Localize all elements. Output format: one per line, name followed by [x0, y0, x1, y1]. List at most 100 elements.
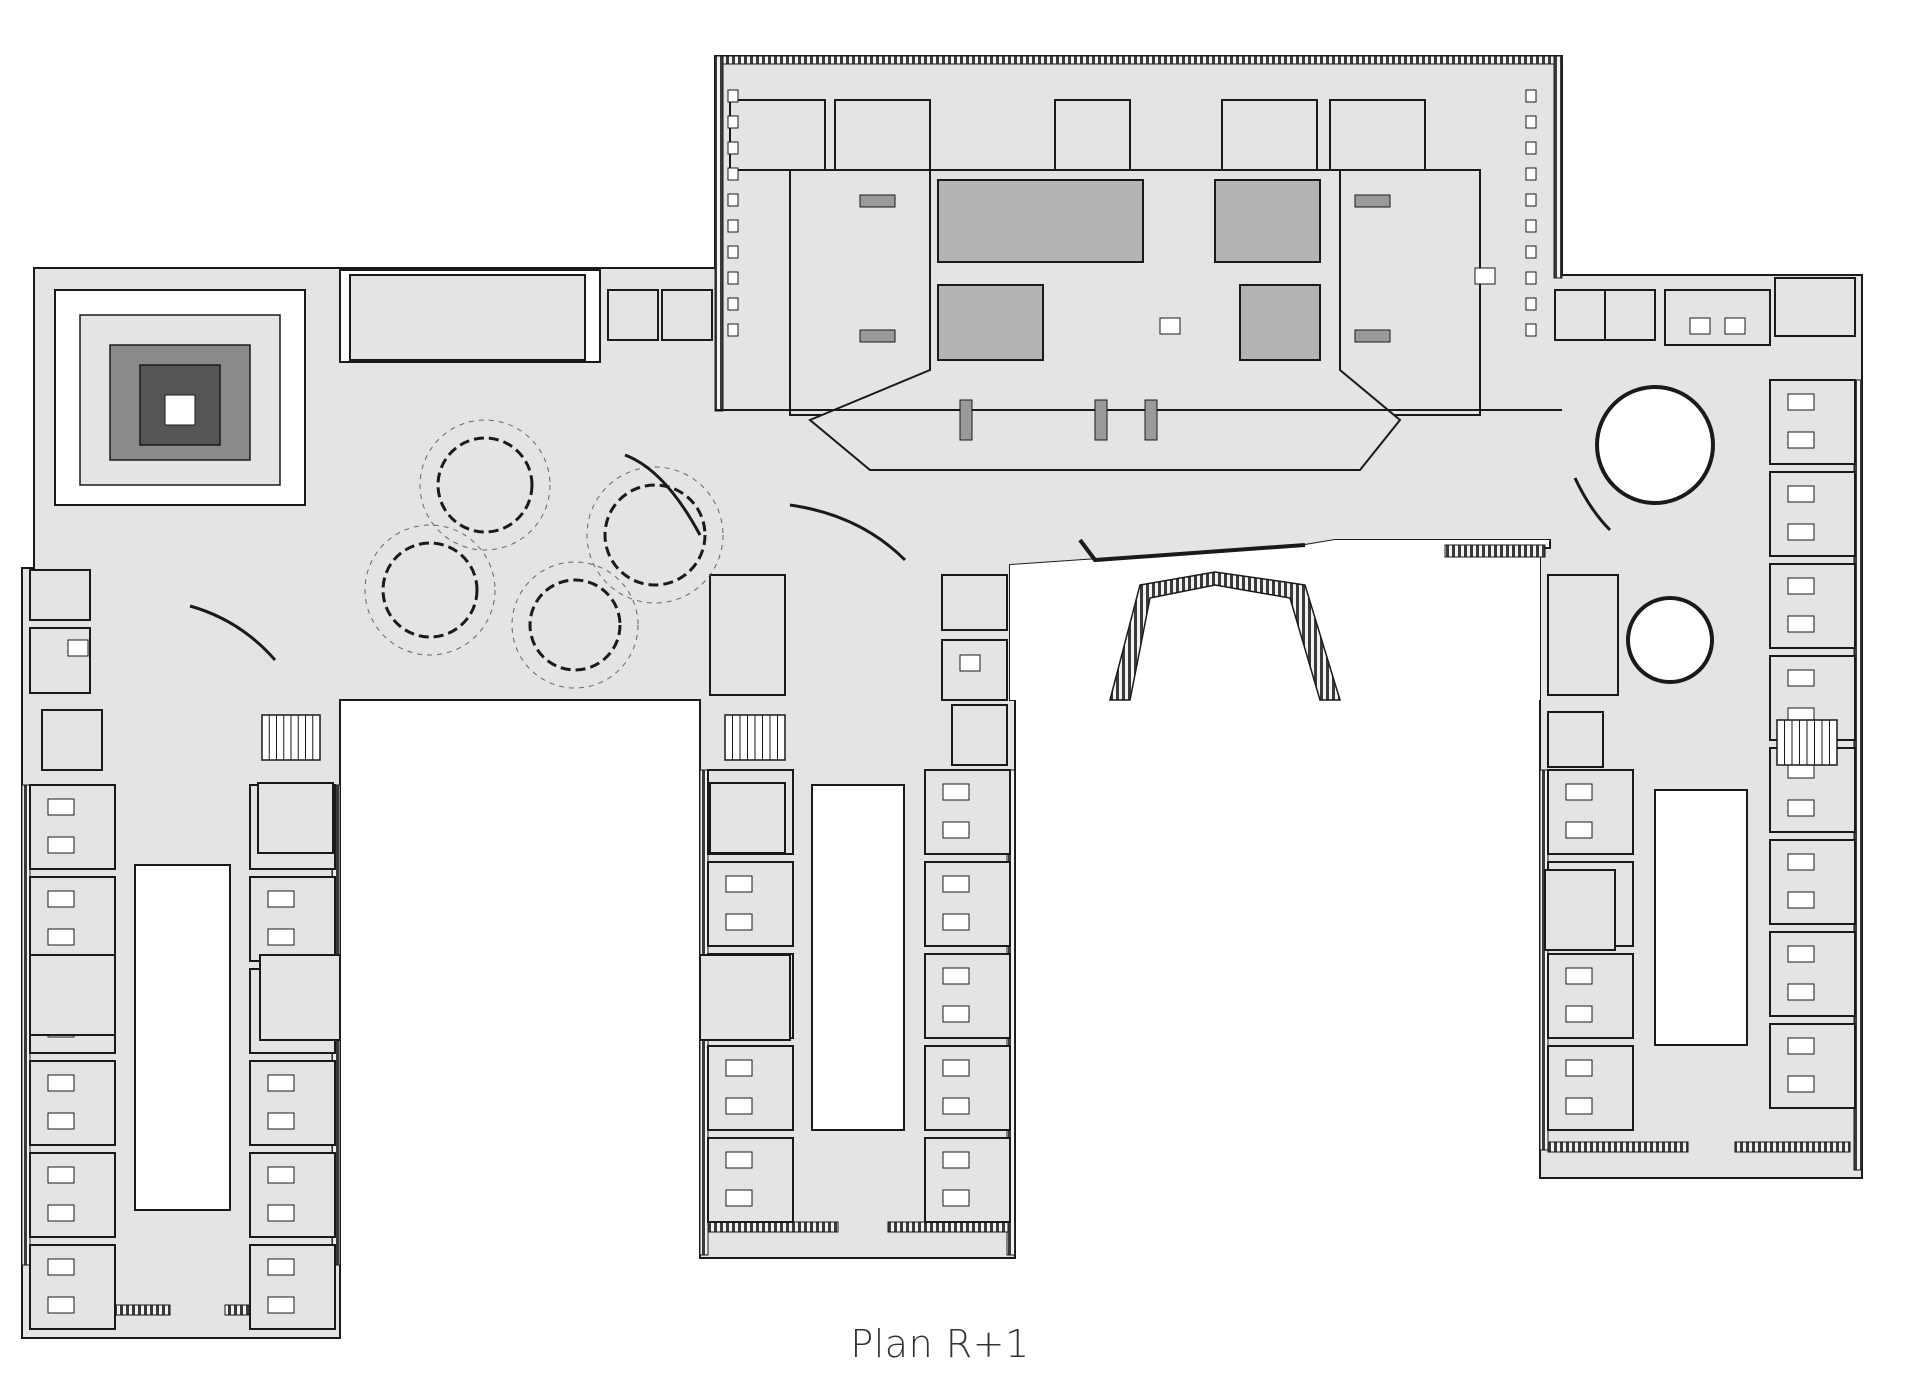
circular-pod-icon	[1626, 596, 1714, 684]
bed-icon	[1787, 431, 1815, 449]
solid-block-small	[1144, 399, 1158, 441]
room-cell	[924, 861, 1011, 947]
bed-icon	[47, 1074, 75, 1092]
room-cell	[1547, 1045, 1634, 1131]
room-cell	[1547, 769, 1634, 855]
room	[941, 574, 1008, 631]
room-cell	[707, 861, 794, 947]
room-cell	[1769, 839, 1856, 925]
lounger	[727, 271, 739, 285]
bed-icon	[725, 913, 753, 931]
pod-outline	[586, 466, 724, 604]
solid-block	[937, 179, 1144, 263]
room-cell	[29, 876, 116, 962]
bed-icon	[1565, 821, 1593, 839]
bed-icon	[1787, 485, 1815, 503]
lounger	[1525, 115, 1537, 129]
room-cell	[1769, 471, 1856, 557]
circular-pod-icon	[1595, 385, 1715, 505]
room	[1604, 289, 1656, 341]
circular-pod-icon	[189, 385, 1715, 689]
table-icon	[959, 654, 981, 672]
bed-icon	[1787, 1075, 1815, 1093]
treatment-room	[1339, 169, 1481, 416]
bed-icon	[47, 928, 75, 946]
bed-icon	[1787, 983, 1815, 1001]
bed-icon	[942, 1059, 970, 1077]
bed-icon	[942, 913, 970, 931]
bed-icon	[1565, 1059, 1593, 1077]
east-courtyard	[1654, 789, 1748, 1046]
bed-icon	[942, 1005, 970, 1023]
table-icon	[1724, 317, 1746, 335]
stair-icon	[54, 289, 306, 506]
bed-icon	[1787, 577, 1815, 595]
core-eye	[164, 394, 196, 426]
south-edge	[1078, 538, 1306, 563]
bed-icon	[1565, 1097, 1593, 1115]
bed-icon	[47, 1166, 75, 1184]
bed-icon	[1787, 523, 1815, 541]
lounger	[727, 193, 739, 207]
bed-icon	[942, 875, 970, 893]
bed-icon	[725, 1189, 753, 1207]
bed-icon	[1565, 783, 1593, 801]
room	[1554, 289, 1606, 341]
curved-wall-icon	[189, 604, 277, 661]
lounger	[727, 219, 739, 233]
solid-block-small	[1354, 194, 1391, 208]
bed-icon	[267, 1074, 295, 1092]
room	[729, 99, 826, 171]
solid-block-small	[859, 194, 896, 208]
circular-pod-icon	[528, 578, 622, 672]
room	[1054, 99, 1131, 171]
lounger	[1525, 323, 1537, 337]
bed-icon	[1787, 799, 1815, 817]
wall-strip	[707, 1221, 839, 1233]
table-icon	[67, 639, 89, 657]
room	[661, 289, 713, 341]
room	[1547, 711, 1604, 768]
lounger	[1525, 193, 1537, 207]
circular-pod-icon	[603, 483, 707, 587]
room-cell	[249, 1244, 336, 1330]
bed-icon	[267, 1296, 295, 1314]
lounger	[1525, 271, 1537, 285]
bed-icon	[942, 1189, 970, 1207]
bed-icon	[1565, 967, 1593, 985]
room-cell	[707, 1045, 794, 1131]
room-cell	[249, 1060, 336, 1146]
center-courtyard	[811, 784, 905, 1131]
lounger	[1525, 219, 1537, 233]
bed-icon	[47, 890, 75, 908]
bed-icon	[1787, 891, 1815, 909]
room-cell	[249, 1152, 336, 1238]
room-cell	[29, 1152, 116, 1238]
bed-icon	[267, 1258, 295, 1276]
table-icon	[1159, 317, 1181, 335]
lounger	[1525, 167, 1537, 181]
wall-strip	[21, 784, 31, 1266]
room	[834, 99, 931, 171]
lounger	[727, 297, 739, 311]
solid-block-small	[1094, 399, 1108, 441]
bed-icon	[942, 1151, 970, 1169]
bed-icon	[267, 928, 295, 946]
table-icon	[1689, 317, 1711, 335]
furniture	[67, 89, 1746, 672]
pod-outline	[364, 524, 496, 656]
room-cell	[1769, 931, 1856, 1017]
room-cell	[1547, 953, 1634, 1039]
room	[1221, 99, 1318, 171]
bed-icon	[267, 1112, 295, 1130]
bed-icon	[47, 1296, 75, 1314]
lounger	[727, 323, 739, 337]
room	[1547, 574, 1619, 696]
room	[1774, 277, 1856, 337]
solid-block	[937, 284, 1044, 361]
room-cells	[29, 99, 1856, 1330]
bed-icon	[1565, 1005, 1593, 1023]
table-icon	[1474, 267, 1496, 285]
plan-caption: Plan R+1	[850, 1322, 1030, 1366]
room-cell	[29, 784, 116, 870]
